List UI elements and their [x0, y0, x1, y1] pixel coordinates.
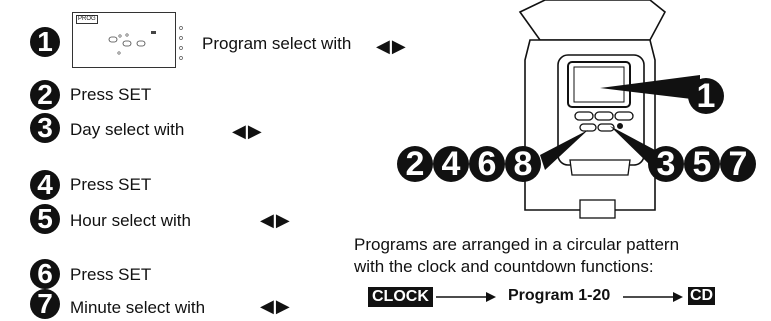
- step-number: 5: [37, 203, 53, 234]
- step-5-badge: 5: [30, 204, 60, 234]
- callout-number: 1: [696, 77, 716, 115]
- step-number: 6: [37, 258, 53, 289]
- callout-badge: 4: [433, 146, 469, 182]
- callout-badge: 3: [648, 146, 684, 182]
- step-3-text: Day select with: [70, 120, 185, 139]
- callout-badge: 2: [397, 146, 433, 182]
- step-number: 1: [37, 26, 53, 57]
- callout-badge: 5: [684, 146, 720, 182]
- callout-number: 8: [513, 145, 533, 183]
- callout-number: 3: [656, 145, 676, 183]
- control-panel-diagram: PROG: [72, 12, 176, 68]
- cd-tag: CD: [688, 287, 716, 305]
- step-3-badge: 3: [30, 113, 60, 143]
- step-5-text: Hour select with: [70, 211, 191, 230]
- callout-right-group: 3 5 7: [648, 146, 756, 182]
- callout-badge: 7: [720, 146, 756, 182]
- step-6-badge: 6: [30, 259, 60, 289]
- step-1-badge: 1: [30, 27, 60, 57]
- left-right-arrows-icon: ◀▶: [260, 210, 292, 230]
- callout-number: 6: [477, 145, 497, 183]
- callout-left-group: 2 4 6 8: [397, 146, 541, 182]
- clock-tag: CLOCK: [368, 287, 433, 307]
- step-number: 7: [37, 288, 53, 319]
- program-info: Programs are arranged in a circular patt…: [354, 234, 679, 278]
- callout-display: 1: [688, 78, 724, 114]
- left-right-arrows-icon: ◀▶: [260, 296, 292, 316]
- panel-side-marks: [179, 26, 183, 60]
- left-right-arrows-icon: ◀▶: [376, 36, 408, 56]
- step-number: 3: [37, 112, 53, 143]
- step-7-text: Minute select with: [70, 298, 206, 317]
- callout-number: 5: [692, 145, 712, 183]
- callout-badge: 6: [469, 146, 505, 182]
- callout-number: 7: [728, 145, 748, 183]
- callout-number: 2: [405, 145, 425, 183]
- step-1-text: Program select with: [202, 34, 352, 53]
- panel-label: PROG: [76, 15, 98, 24]
- step-6-text: Press SET: [70, 265, 152, 284]
- info-line-1: Programs are arranged in a circular patt…: [354, 235, 680, 254]
- step-7-badge: 7: [30, 289, 60, 319]
- step-number: 4: [37, 169, 53, 200]
- step-2-badge: 2: [30, 80, 60, 110]
- arrow-right-icon: [436, 292, 496, 302]
- step-4-text: Press SET: [70, 175, 152, 194]
- timer-device-illustration: [518, 0, 700, 219]
- callout-badge: 8: [505, 146, 541, 182]
- arrow-right-icon: [623, 292, 683, 302]
- callout-number: 4: [441, 145, 461, 183]
- info-line-2: with the clock and countdown functions:: [354, 257, 654, 276]
- step-4-badge: 4: [30, 170, 60, 200]
- program-cycle-flow: CLOCK Program 1-20 CD: [368, 287, 758, 307]
- left-right-arrows-icon: ◀▶: [232, 121, 264, 141]
- step-2-text: Press SET: [70, 85, 152, 104]
- panel-buttons-icon: [108, 31, 156, 55]
- step-number: 2: [37, 79, 53, 110]
- program-range: Program 1-20: [508, 287, 611, 304]
